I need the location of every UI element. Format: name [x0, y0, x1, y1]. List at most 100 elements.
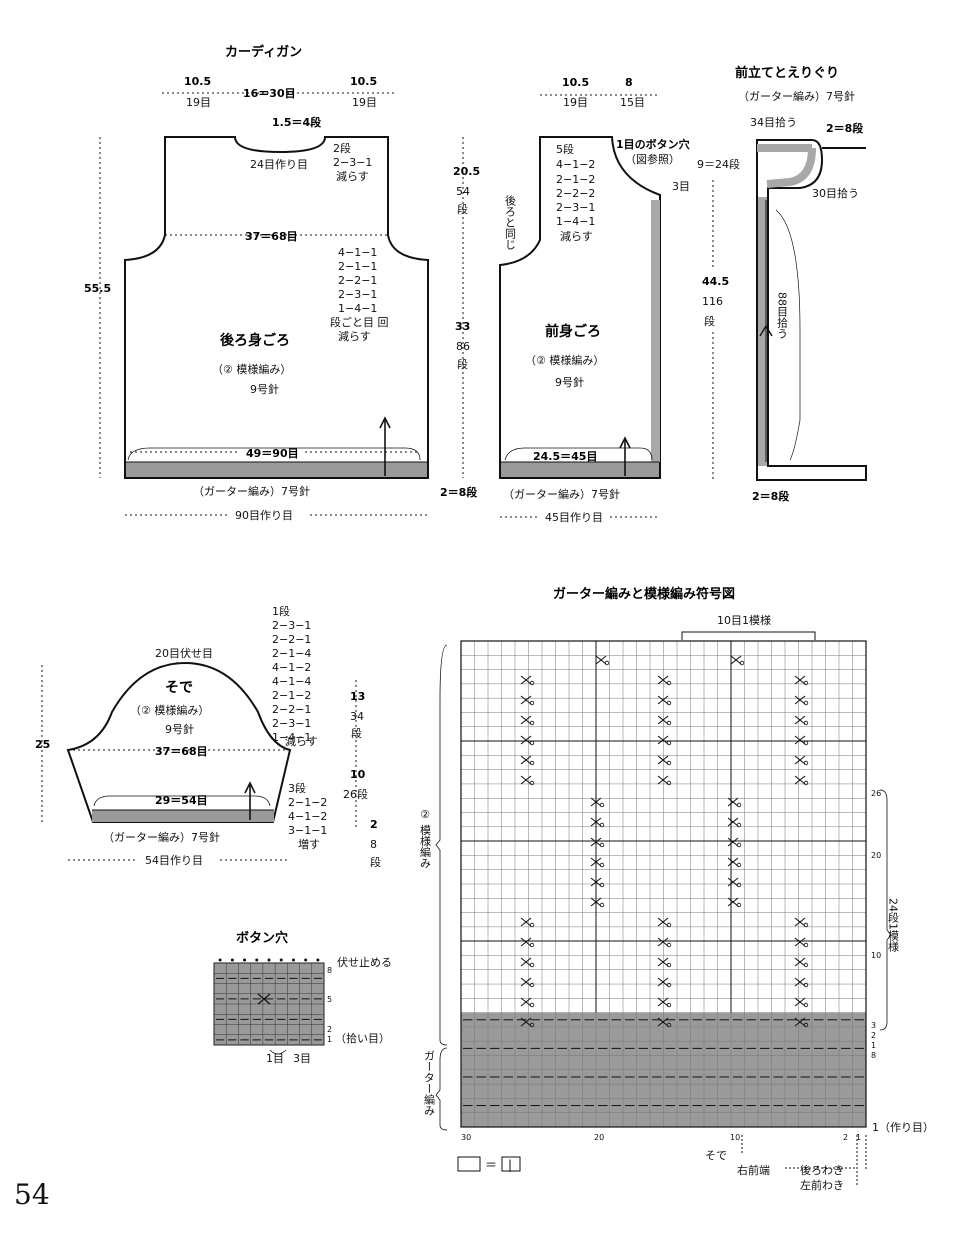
svg-text:ガーター編み: ガーター編み [423, 1050, 436, 1116]
svg-text:2−2−1: 2−2−1 [338, 274, 377, 287]
svg-text:10目1模様: 10目1模様 [717, 613, 771, 627]
svg-text:1−4−1: 1−4−1 [272, 731, 311, 744]
svg-text:段: 段 [351, 726, 362, 740]
svg-text:9号針: 9号針 [555, 375, 584, 389]
svg-text:116: 116 [702, 295, 723, 308]
svg-text:＝: ＝ [485, 1158, 497, 1172]
svg-text:8: 8 [625, 76, 633, 89]
svg-text:2＝8段: 2＝8段 [826, 121, 863, 135]
svg-text:25: 25 [35, 738, 50, 751]
back-armhole-dec: 4−1−1 2−1−1 2−2−1 2−3−1 1−4−1 段ごと目 回 減らす [330, 246, 389, 343]
svg-text:44.5: 44.5 [702, 275, 729, 288]
svg-text:10: 10 [730, 1133, 740, 1142]
svg-text:5段: 5段 [556, 142, 574, 156]
svg-text:3: 3 [871, 1021, 876, 1030]
svg-text:（② 模様編み）: （② 模様編み） [130, 703, 209, 717]
front-neck-dec: 5段 4−1−2 2−1−2 2−2−2 2−3−1 1−4−1 減らす [556, 142, 595, 243]
svg-text:2: 2 [370, 818, 378, 831]
svg-text:2−1−2: 2−1−2 [556, 173, 595, 186]
svg-text:（② 模様編み）: （② 模様編み） [212, 362, 291, 376]
sleeve-garter-band [92, 810, 274, 822]
svg-text:1目のボタン穴: 1目のボタン穴 [616, 137, 690, 151]
svg-text:90目作り目: 90目作り目 [235, 509, 293, 522]
svg-text:8: 8 [871, 1051, 876, 1060]
back-garter-band [126, 462, 427, 477]
sleeve-inc: 3段 2−1−2 4−1−2 3−1−1 増す [288, 781, 327, 851]
chart-col-numbers: 30 20 10 2 1 [461, 1133, 861, 1142]
svg-text:2: 2 [843, 1133, 848, 1142]
chart-row-numbers: 26 20 10 3 2 1 8 [871, 789, 881, 1060]
svg-text:24目作り目: 24目作り目 [250, 158, 308, 171]
svg-text:2: 2 [871, 1031, 876, 1040]
svg-text:1.5＝4段: 1.5＝4段 [272, 115, 321, 129]
svg-text:10: 10 [871, 951, 881, 960]
svg-text:後ろわき: 後ろわき [800, 1163, 844, 1177]
svg-text:2−3−1: 2−3−1 [338, 288, 377, 301]
svg-text:右前端: 右前端 [737, 1163, 770, 1177]
svg-text:段: 段 [370, 855, 381, 869]
svg-text:49＝90目: 49＝90目 [246, 447, 299, 460]
svg-text:8: 8 [370, 838, 377, 851]
svg-text:（ガーター編み）7号針: （ガーター編み）7号針 [738, 89, 855, 103]
back-height-dims: 55.5 20.5 54 段 33 86 段 2＝8段 [84, 137, 480, 499]
svg-text:19目: 19目 [563, 96, 588, 109]
svg-text:19目: 19目 [352, 96, 377, 109]
svg-text:15目: 15目 [620, 96, 645, 109]
svg-text:（図参照）: （図参照） [625, 152, 680, 166]
svg-text:3目: 3目 [293, 1052, 311, 1065]
back-neck-dec: 2段 2−3−1 減らす [333, 141, 372, 183]
back-name: 後ろ身ごろ [220, 332, 290, 349]
svg-text:24.5＝45目: 24.5＝45目 [533, 450, 597, 463]
svg-text:減らす: 減らす [285, 734, 318, 748]
svg-text:（拾い目）: （拾い目） [335, 1031, 390, 1045]
svg-text:4−1−2: 4−1−2 [272, 661, 311, 674]
sleeve-piece [66, 661, 292, 823]
svg-text:9号針: 9号針 [250, 382, 279, 396]
svg-text:13: 13 [350, 690, 365, 703]
svg-text:33: 33 [455, 320, 470, 333]
svg-text:（ガーター編み）7号針: （ガーター編み）7号針 [103, 830, 220, 844]
svg-text:1（作り目）: 1（作り目） [872, 1121, 934, 1134]
svg-text:19目: 19目 [186, 96, 211, 109]
chart-edge-labels: そで 右前端 後ろわき 左前わき [705, 1135, 867, 1192]
cardigan-title: カーディガン [225, 44, 302, 60]
sleeve-height-dims: 13 34 段 10 26段 2 8 段 [343, 680, 381, 869]
svg-text:|: | [508, 1158, 512, 1172]
svg-text:5: 5 [327, 995, 332, 1004]
svg-text:2−2−2: 2−2−2 [556, 187, 595, 200]
svg-text:10.5: 10.5 [184, 75, 211, 88]
svg-text:（② 模様編み）: （② 模様編み） [525, 353, 604, 367]
svg-text:37＝68目: 37＝68目 [245, 230, 298, 243]
front-width-dims: 10.5 19目 8 15目 [540, 76, 660, 109]
svg-text:3目: 3目 [672, 180, 690, 193]
svg-text:30: 30 [461, 1133, 471, 1142]
svg-text:伏せ止める: 伏せ止める [337, 955, 392, 969]
svg-text:3段: 3段 [288, 781, 306, 795]
svg-text:9＝24段: 9＝24段 [697, 157, 740, 171]
svg-text:② 模様編み: ② 模様編み [419, 808, 432, 869]
svg-text:減らす: 減らす [336, 169, 369, 183]
front-piece [499, 136, 661, 479]
symbol-chart-grid [460, 640, 867, 1128]
back-width-dims: 10.5 19目 16＝30目 10.5 19目 [162, 75, 395, 109]
svg-text:2−2−1: 2−2−1 [272, 703, 311, 716]
svg-text:2−2−1: 2−2−1 [272, 633, 311, 646]
svg-text:10.5: 10.5 [562, 76, 589, 89]
svg-text:88目拾う: 88目拾う [776, 292, 789, 339]
front-garter-band [501, 462, 659, 477]
svg-text:段: 段 [457, 202, 468, 216]
svg-text:1−4−1: 1−4−1 [338, 302, 377, 315]
svg-text:24段1模様: 24段1模様 [887, 898, 900, 952]
svg-text:3−1−1: 3−1−1 [288, 824, 327, 837]
svg-text:9号針: 9号針 [165, 722, 194, 736]
svg-text:34: 34 [350, 710, 364, 723]
svg-text:2−1−2: 2−1−2 [288, 796, 327, 809]
svg-text:2＝8段: 2＝8段 [440, 485, 477, 499]
buttonhole-title: ボタン穴 [236, 930, 288, 946]
svg-text:そで: そで [705, 1149, 727, 1162]
svg-text:10.5: 10.5 [350, 75, 377, 88]
sleeve-top-dec: 1段 2−3−1 2−2−1 2−1−4 4−1−2 4−1−4 2−1−2 2… [272, 604, 318, 748]
svg-text:29＝54目: 29＝54目 [155, 794, 208, 807]
svg-text:2−3−1: 2−3−1 [272, 717, 311, 730]
chart-legend: ＝ | [457, 1156, 521, 1172]
